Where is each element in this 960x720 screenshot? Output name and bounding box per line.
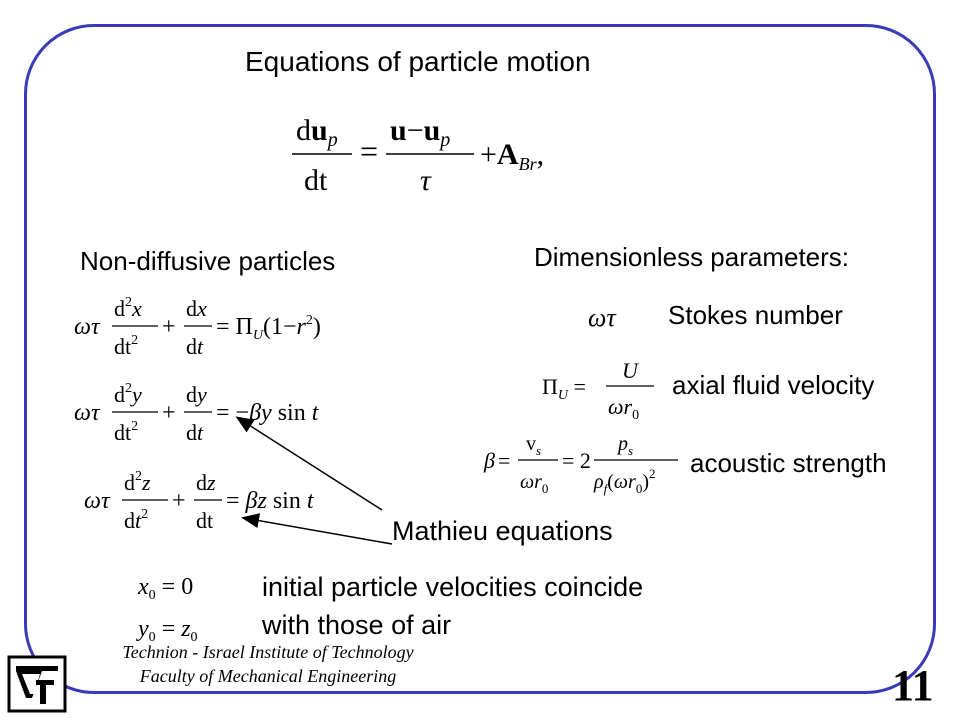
right-heading: Dimensionless parameters: (534, 242, 850, 272)
svg-text:ωr0: ωr0 (608, 394, 639, 422)
footer-institution: Technion - Israel Institute of Technolog… (122, 642, 414, 662)
footer-faculty: Faculty of Mechanical Engineering (139, 666, 397, 686)
svg-text:x0 = 0: x0 = 0 (137, 574, 193, 603)
svg-text:τ: τ (420, 164, 432, 197)
svg-text:dt: dt (186, 334, 204, 359)
svg-text:dt: dt (196, 508, 213, 533)
page-number: 11 (892, 661, 934, 710)
mathieu-label: Mathieu equations (392, 516, 613, 546)
svg-text:+: + (162, 314, 176, 340)
slide-frame (24, 24, 936, 694)
stokes-label: Stokes number (668, 300, 843, 330)
svg-text:ωτ: ωτ (588, 303, 617, 332)
svg-text:+: + (172, 488, 186, 514)
acoustic-strength-equation: β = vs ωr0 = 2 ps ρf(ωr0)2 (483, 433, 678, 496)
svg-text:dz: dz (196, 470, 216, 495)
left-heading: Non-diffusive particles (80, 246, 336, 276)
svg-text:ωτ: ωτ (84, 488, 111, 514)
equation-y: ωτ d2y dt2 + dy dt = −βy sin t (74, 381, 320, 445)
svg-text:= 2: = 2 (562, 448, 591, 473)
svg-text:y0 = z0: y0 = z0 (136, 616, 198, 645)
axial-velocity-equation: ΠU = U ωr0 (542, 358, 654, 422)
svg-text:ps: ps (616, 433, 633, 458)
svg-text:dx: dx (186, 296, 207, 321)
initial-conditions-equations: x0 = 0 y0 = z0 (136, 574, 198, 645)
svg-text:u−up: u−up (390, 114, 450, 151)
svg-text:dy: dy (186, 382, 207, 407)
svg-text:+: + (162, 400, 176, 426)
initial-line-1: initial particle velocities coincide (262, 572, 644, 602)
svg-text:ωτ: ωτ (74, 314, 101, 340)
svg-text:= βz sin t: = βz sin t (226, 488, 315, 514)
svg-text:β: β (483, 448, 495, 473)
svg-text:ωr0: ωr0 (520, 471, 548, 496)
svg-text:ΠU =: ΠU = (542, 374, 586, 403)
omega-tau-symbol: ωτ (588, 303, 617, 332)
equation-x: ωτ d2x dt2 + dx dt = ΠU(1−r2) (74, 295, 321, 359)
svg-text:d2y: d2y (114, 381, 142, 407)
svg-text:vs: vs (526, 433, 541, 458)
technion-logo-icon (6, 654, 68, 719)
svg-text:+ABr,: +ABr, (480, 138, 544, 174)
svg-text:= −βy sin t: = −βy sin t (216, 400, 320, 426)
equation-z: ωτ d2z dt2 + dz dt = βz sin t (84, 469, 315, 533)
svg-text:ωτ: ωτ (74, 400, 101, 426)
svg-text:ρf(ωr0)2: ρf(ωr0)2 (593, 466, 655, 496)
initial-line-2: with those of air (262, 610, 452, 640)
main-equation: dup dt = u−up τ +ABr, (292, 114, 544, 197)
svg-text:dt: dt (186, 420, 204, 445)
svg-text:=: = (498, 448, 510, 473)
axial-label: axial fluid velocity (672, 370, 875, 400)
svg-text:dt: dt (304, 164, 328, 197)
acoustic-label: acoustic strength (690, 448, 887, 478)
svg-text:U: U (622, 358, 640, 383)
slide-title: Equations of particle motion (245, 46, 591, 77)
svg-text:= ΠU(1−r2): = ΠU(1−r2) (216, 313, 321, 343)
svg-text:=: = (360, 133, 378, 169)
